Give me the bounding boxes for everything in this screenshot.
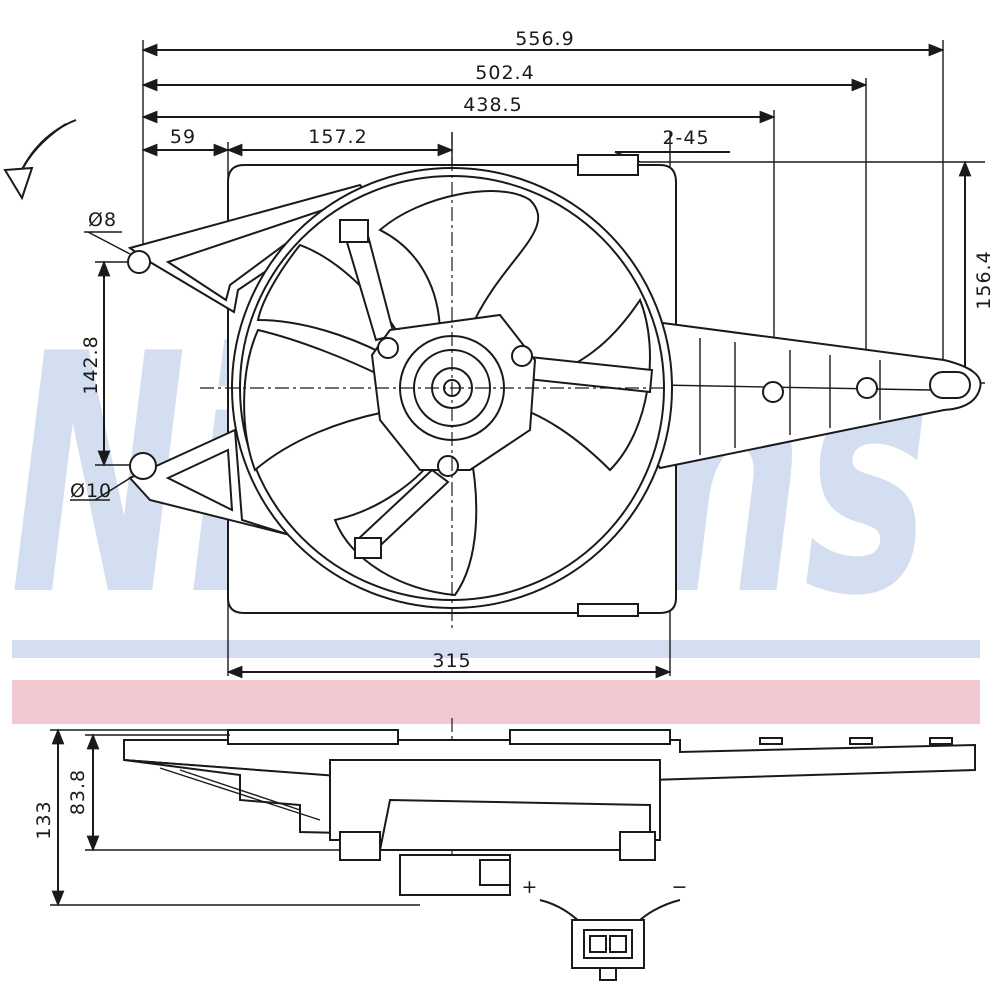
dim-slot-width: 438.5: [463, 94, 522, 116]
mounting-hole-right-1: [762, 381, 784, 403]
dim-height-right: 156.4: [973, 250, 995, 309]
dim-connector: 2-45: [662, 127, 709, 149]
mounting-hole-right-2: [856, 377, 878, 399]
dim-motor-depth: 83.8: [67, 769, 89, 815]
mounting-slot-right: [929, 371, 971, 399]
strut-clip-upper: [339, 219, 369, 243]
top-connector-tab: [577, 154, 639, 176]
dim-overall-width: 556.9: [515, 28, 574, 50]
dim-frame-width: 315: [432, 650, 471, 672]
terminal-negative: −: [672, 876, 689, 898]
bottom-dimension: 315: [226, 650, 672, 679]
left-dimension: 142.8 Ø8 Ø10: [70, 209, 140, 502]
dim-to-center: 157.2: [308, 126, 367, 148]
rotation-arrow-icon: [3, 119, 77, 201]
dim-total-depth: 133: [33, 800, 55, 839]
fan-side-view: [123, 718, 976, 896]
label-hole-upper: Ø8: [88, 209, 117, 231]
mounting-hole-lower: [129, 452, 157, 480]
side-clip-right: [619, 831, 656, 861]
fan-front-view: [127, 132, 982, 630]
electrical-connector: + −: [522, 876, 689, 981]
side-clip-left: [339, 831, 381, 861]
mounting-hole-upper: [127, 250, 151, 274]
bracket-arm-right: [639, 318, 982, 470]
terminal-positive: +: [522, 876, 539, 898]
watermark-pink-stripe: [12, 680, 980, 724]
dim-hole-spacing: 142.8: [80, 335, 102, 394]
right-dimension: 156.4: [640, 160, 995, 385]
side-motor: [378, 798, 651, 851]
label-hole-lower: Ø10: [70, 480, 112, 502]
dim-mount-width: 502.4: [475, 62, 534, 84]
watermark-blue-stripe: [12, 640, 980, 658]
bottom-tab: [577, 603, 639, 617]
side-dimensions: 133 83.8: [33, 728, 420, 907]
strut-clip-lower: [354, 537, 382, 559]
dim-offset-left: 59: [170, 126, 196, 148]
